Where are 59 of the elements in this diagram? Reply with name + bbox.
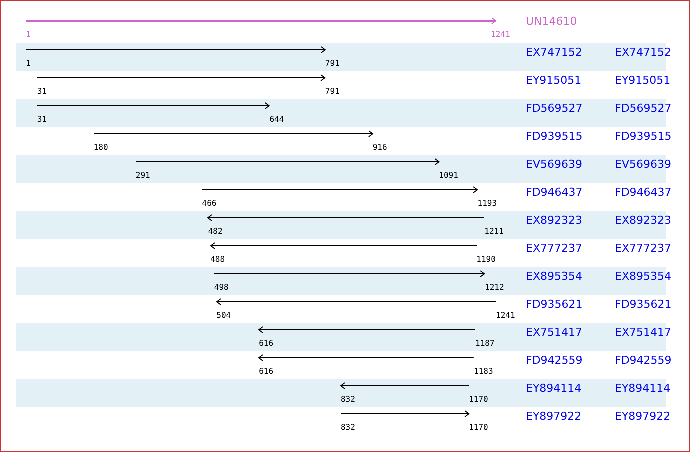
position-number: 31 (37, 115, 47, 125)
position-number: 488 (210, 255, 226, 265)
sequence-id: EY915051 (526, 74, 582, 87)
sequence-id: EX895354 (615, 270, 672, 283)
sequence-id: EX747152 (615, 46, 672, 59)
position-number: 916 (372, 143, 388, 153)
sequence-id: FD569527 (526, 102, 583, 115)
position-number: 1212 (485, 283, 504, 293)
sequence-id: FD939515 (615, 130, 672, 143)
position-number: 1241 (491, 30, 510, 40)
position-number: 1170 (469, 423, 488, 433)
sequence-id: EX892323 (615, 214, 672, 227)
position-number: 1091 (439, 171, 458, 181)
sequence-id: EV569639 (526, 158, 582, 171)
position-number: 504 (216, 311, 232, 321)
position-number: 616 (259, 367, 274, 377)
sequence-id: EX777237 (526, 242, 582, 255)
sequence-id: EX895354 (526, 270, 582, 283)
sequence-id: EX892323 (526, 214, 582, 227)
position-number: 1190 (476, 255, 496, 265)
position-number: 1211 (484, 227, 504, 237)
position-number: 1241 (496, 311, 516, 321)
sequence-id: EV569639 (615, 158, 672, 171)
reference-id: UN14610 (526, 15, 578, 28)
sequence-id: EY897922 (526, 410, 582, 423)
position-number: 1170 (469, 395, 488, 405)
sequence-id: FD569527 (615, 102, 672, 115)
position-number: 291 (136, 171, 150, 181)
position-number: 791 (325, 87, 340, 97)
sequence-id: EY894114 (526, 382, 582, 395)
sequence-id: FD946437 (615, 186, 672, 199)
position-number: 482 (208, 227, 223, 237)
sequence-id: FD942559 (615, 354, 672, 367)
position-number: 1193 (478, 199, 498, 209)
position-number: 1 (26, 59, 31, 69)
position-number: 791 (325, 59, 340, 69)
position-number: 1 (26, 30, 31, 40)
sequence-id: FD935621 (526, 298, 583, 311)
sequence-id: EY897922 (615, 410, 671, 423)
sequence-id: EX777237 (615, 242, 672, 255)
sequence-id: FD935621 (615, 298, 672, 311)
sequence-id: EY894114 (615, 382, 671, 395)
position-number: 31 (37, 87, 47, 97)
sequence-id: FD942559 (526, 354, 583, 367)
sequence-id: EY915051 (615, 74, 671, 87)
position-number: 498 (214, 283, 229, 293)
sequence-id: FD939515 (526, 130, 583, 143)
position-number: 466 (202, 199, 217, 209)
position-number: 180 (94, 143, 108, 153)
position-number: 832 (340, 423, 356, 433)
sequence-id: FD946437 (526, 186, 583, 199)
position-number: 616 (259, 339, 274, 349)
sequence-id: EX751417 (615, 326, 672, 339)
position-number: 1187 (476, 339, 495, 349)
sequence-id: EX751417 (526, 326, 582, 339)
position-number: 644 (270, 115, 284, 125)
position-number: 832 (340, 395, 356, 405)
sequence-id: EX747152 (526, 46, 582, 59)
position-number: 1183 (474, 367, 494, 377)
